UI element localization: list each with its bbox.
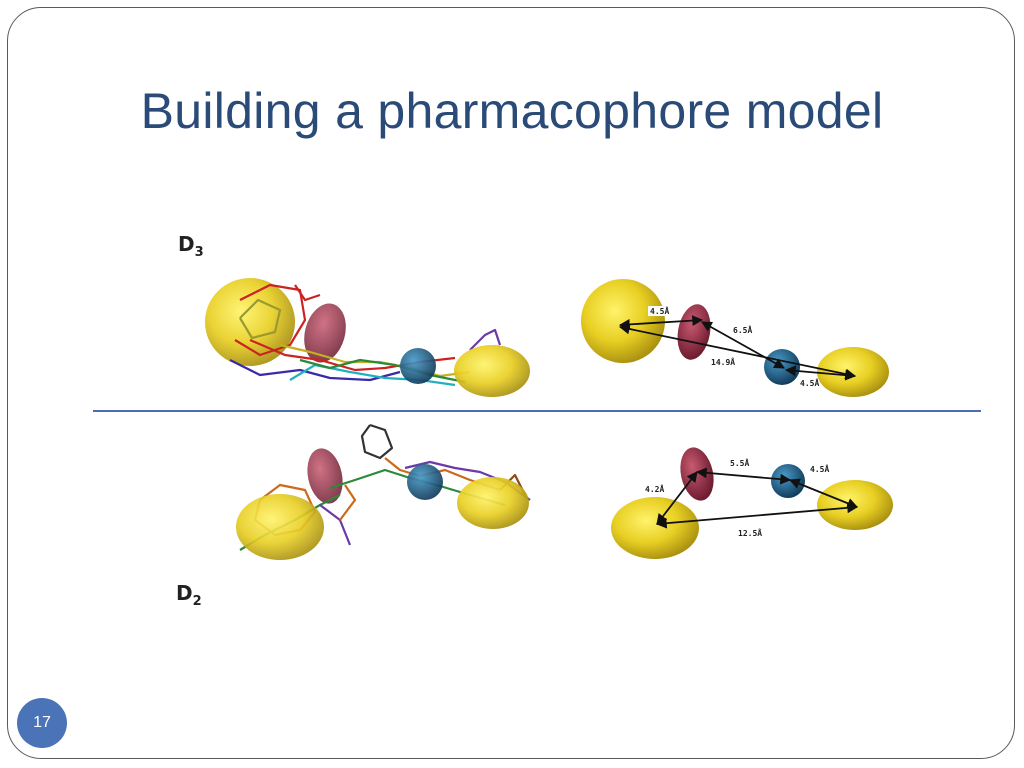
d2-distance-1: 5.5Å <box>730 458 749 468</box>
label-d2: D2 <box>176 581 202 609</box>
d2-schematic-ionizable <box>771 464 805 498</box>
d3-hydrophobic-sphere-right <box>454 345 530 397</box>
d3-molecular-overlay <box>205 278 530 397</box>
label-d3: D3 <box>178 232 204 260</box>
d2-hbond-ellipsoid <box>307 448 343 504</box>
d2-hydrophobic-sphere-right <box>457 477 529 529</box>
page-number-badge: 17 <box>17 698 67 748</box>
d3-distance-1: 4.5Å <box>650 306 669 316</box>
d3-ionizable-sphere <box>400 348 436 384</box>
d3-distance-2: 6.5Å <box>733 325 752 335</box>
d3-pharmacophore-schematic: 4.5Å 6.5Å 14.9Å 4.5Å <box>581 279 889 397</box>
d2-distance-3: 4.2Å <box>645 484 664 494</box>
d3-distance-3: 14.9Å <box>711 357 735 367</box>
d3-distance-4: 4.5Å <box>800 378 819 388</box>
d3-schematic-hydrophobe-left <box>581 279 665 363</box>
d2-hydrophobic-sphere-left <box>236 494 324 560</box>
d2-pharmacophore-schematic: 5.5Å 4.5Å 4.2Å 12.5Å <box>611 447 893 559</box>
d3-hydrophobic-sphere-left <box>205 278 295 366</box>
d2-schematic-hydrophobe-right <box>817 480 893 530</box>
d3-schematic-hbond <box>677 304 711 360</box>
d2-ionizable-sphere <box>407 464 443 500</box>
d2-distance-2: 4.5Å <box>810 464 829 474</box>
d3-hbond-ellipsoid <box>304 303 346 363</box>
panel-divider <box>93 410 981 412</box>
d2-schematic-hydrophobe-left <box>611 497 699 559</box>
d2-distance-4: 12.5Å <box>738 528 762 538</box>
d3-schematic-hydrophobe-right <box>817 347 889 397</box>
slide-title: Building a pharmacophore model <box>140 83 884 139</box>
d2-molecular-overlay <box>236 423 531 560</box>
